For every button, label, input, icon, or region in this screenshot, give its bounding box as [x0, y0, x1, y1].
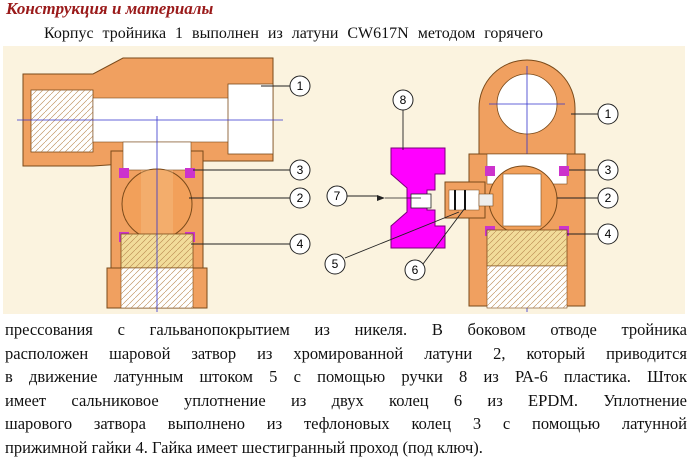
callout-number: 6	[412, 263, 419, 277]
paragraph-line: шарового затвора выполнено из тефлоновых…	[5, 414, 687, 434]
callout-number: 5	[332, 257, 339, 271]
seal-ring-right-tr	[559, 166, 569, 176]
paragraph-line: расположен шаровой затвор из хромированн…	[5, 343, 687, 363]
paragraph-line: в движение латунным штоком 5 с помощью р…	[5, 367, 687, 387]
callout-circle	[289, 75, 311, 97]
callout-number: 8	[400, 93, 407, 107]
callout-circle	[289, 233, 311, 255]
paragraph-line: прессования с гальванопокрытием из никел…	[5, 320, 687, 339]
callout-circle	[326, 185, 348, 207]
callout-number: 7	[334, 189, 341, 203]
screw	[410, 193, 432, 209]
bottom-thread-hatch-right	[487, 266, 567, 308]
callout-circle	[289, 187, 311, 209]
callout-circle	[324, 253, 346, 275]
callout-circle	[392, 89, 414, 111]
callout-number: 3	[605, 163, 612, 177]
nut-hatch-right	[487, 230, 567, 266]
callout-circle	[597, 223, 619, 245]
callout-circle	[404, 259, 426, 281]
right-thread-bore	[227, 83, 274, 155]
callout-circle	[597, 103, 619, 125]
leader-6	[422, 207, 466, 265]
thread-hatch	[31, 90, 93, 152]
callout-number: 2	[297, 191, 304, 205]
paragraph-line: имеет сальниковое уплотнение из двух кол…	[5, 390, 687, 410]
callout-number: 1	[297, 79, 304, 93]
stem-tip	[478, 193, 494, 207]
valve-diagram: 1 3 2 4	[17, 57, 619, 312]
seal-ring-top-right	[185, 168, 195, 178]
leader-5	[344, 211, 460, 259]
intro-line: Корпус тройника 1 выполнен из латуни CW6…	[44, 25, 544, 42]
seal-ring-top-left	[119, 168, 129, 178]
callout-circle	[597, 187, 619, 209]
description-paragraph: прессования с гальванопокрытием из никел…	[5, 318, 687, 460]
callout-number: 4	[605, 227, 612, 241]
diagram-panel: 1 3 2 4	[3, 46, 685, 314]
callout-circle	[597, 159, 619, 181]
callout-circle	[289, 159, 311, 181]
ball-bore-right	[502, 173, 542, 227]
callout-number: 1	[605, 107, 612, 121]
section-title: Конструкция и материалы	[6, 0, 214, 18]
left-valve-section: 1 3 2 4	[17, 57, 311, 312]
right-valve-section: 8 1 3 7 2 4 5 6	[324, 59, 619, 312]
callout-number: 3	[297, 163, 304, 177]
paragraph-line: прижимной гайки 4. Гайка имеет шестигран…	[5, 437, 483, 457]
callout-number: 2	[605, 191, 612, 205]
callout-number: 4	[297, 237, 304, 251]
arrow-head	[377, 195, 385, 201]
seal-ring-right-tl	[485, 166, 495, 176]
